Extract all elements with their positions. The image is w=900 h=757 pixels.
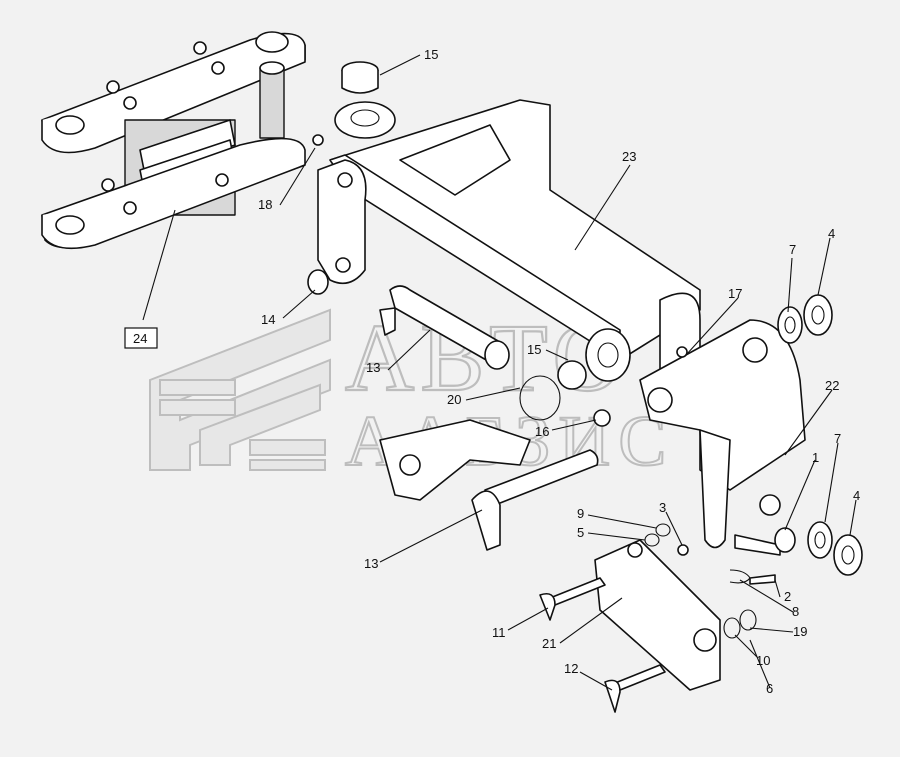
watermark-logo: [149, 308, 331, 471]
callout-7-lower: 7: [834, 431, 841, 446]
callout-4-upper: 4: [828, 226, 835, 241]
ring-20: [519, 375, 561, 421]
pin-12: [604, 664, 666, 713]
callout-12: 12: [564, 661, 578, 676]
nut-16: [593, 409, 611, 427]
nut-4-lower: [833, 534, 863, 576]
callout-5: 5: [577, 525, 584, 540]
grease-fitting-17: [676, 346, 688, 358]
bushing-15-mid: [557, 360, 587, 390]
callout-11: 11: [492, 625, 506, 640]
pin-13-lower: [471, 449, 599, 551]
grease-fitting-18: [312, 134, 324, 146]
callout-16: 16: [535, 424, 549, 439]
nut-4-upper: [803, 294, 833, 336]
callout-20: 20: [447, 392, 461, 407]
bracket-22: [639, 319, 806, 549]
hitch-assembly-24: [41, 31, 306, 250]
callout-2: 2: [784, 589, 791, 604]
callout-24: 24: [133, 331, 147, 346]
callout-24-box: [124, 327, 158, 349]
washer-7-lower: [807, 521, 833, 559]
pin-13-upper: [379, 285, 510, 370]
callout-6: 6: [766, 681, 773, 696]
callout-22: 22: [825, 378, 839, 393]
pin-11: [539, 577, 606, 621]
rings-19-10-6: [723, 609, 757, 639]
washer-7-upper: [777, 306, 803, 344]
callout-23: 23: [622, 149, 636, 164]
callout-4-lower: 4: [853, 488, 860, 503]
callout-1: 1: [812, 450, 819, 465]
bolt-1: [734, 527, 796, 556]
washers-9-5-3: [644, 523, 689, 556]
callout-labels: 15 18 23 24 14 13 15 17 7 4 20 16 22 1 7…: [124, 47, 860, 696]
callout-13-upper: 13: [366, 360, 380, 375]
callout-17: 17: [728, 286, 742, 301]
callout-21: 21: [542, 636, 556, 651]
callout-18: 18: [258, 197, 272, 212]
callout-15-top: 15: [424, 47, 438, 62]
callout-10: 10: [756, 653, 770, 668]
bushing-14: [307, 269, 329, 295]
callout-19: 19: [793, 624, 807, 639]
callout-8: 8: [792, 604, 799, 619]
callout-15-mid: 15: [527, 342, 541, 357]
clip-8-bolt-2: [729, 569, 776, 585]
callout-14: 14: [261, 312, 275, 327]
lower-link-21: [594, 539, 721, 691]
callout-7-upper: 7: [789, 242, 796, 257]
callout-13-lower: 13: [364, 556, 378, 571]
callout-9: 9: [577, 506, 584, 521]
bushing-15-top: [341, 61, 379, 94]
callout-3: 3: [659, 500, 666, 515]
link-bracket: [379, 419, 531, 501]
leader-lines: [142, 54, 857, 691]
